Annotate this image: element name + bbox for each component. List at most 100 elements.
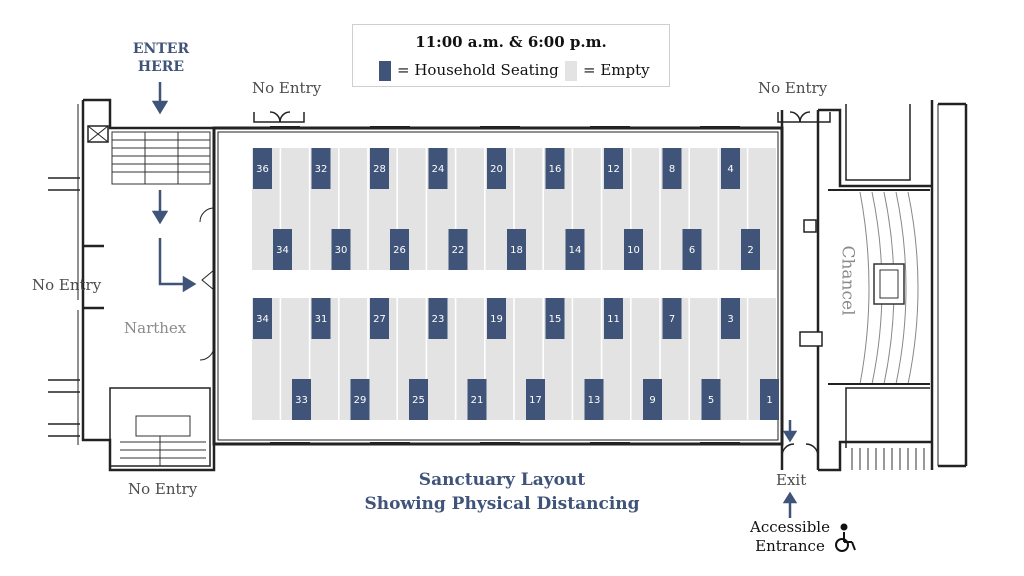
household-seat	[292, 379, 311, 420]
narthex-walls	[48, 98, 216, 472]
household-seat-number: 23	[432, 314, 445, 325]
household-seat	[624, 229, 643, 270]
household-seat-number: 4	[727, 164, 733, 175]
chancel-steps	[799, 189, 930, 385]
household-seat	[331, 229, 351, 270]
household-seat	[253, 148, 272, 189]
household-seat-number: 19	[490, 314, 503, 325]
household-seat	[390, 229, 409, 270]
household-seat	[760, 379, 779, 420]
household-seat	[721, 298, 740, 339]
household-seat-number: 7	[669, 314, 675, 325]
household-seat-number: 27	[373, 314, 386, 325]
household-seat-number: 13	[588, 395, 601, 406]
household-seat	[721, 148, 740, 189]
household-seat-number: 8	[669, 164, 675, 175]
narthex-label: Narthex	[124, 319, 187, 337]
household-seat-number: 29	[354, 395, 367, 406]
household-seat-number: 5	[708, 395, 714, 406]
household-seat	[311, 148, 331, 189]
household-seat	[507, 229, 526, 270]
household-seat-number: 18	[510, 245, 523, 256]
accessible-entrance-label: Accessible Entrance	[750, 518, 830, 555]
household-seat	[370, 298, 389, 339]
household-seat	[448, 229, 468, 270]
chancel-walls	[780, 100, 968, 472]
caption-line2: Showing Physical Distancing	[364, 494, 640, 514]
no-entry-bottom: No Entry	[128, 480, 198, 498]
household-seat	[545, 148, 565, 189]
no-entry-top-left: No Entry	[252, 79, 322, 97]
household-seat	[526, 379, 545, 420]
household-seat-number: 32	[315, 164, 328, 175]
exit-label: Exit	[776, 471, 807, 489]
household-seat-number: 16	[549, 164, 562, 175]
household-seat-number: 1	[766, 395, 772, 406]
household-seat-number: 6	[689, 245, 695, 256]
household-seat	[350, 379, 370, 420]
household-seat-number: 10	[627, 245, 640, 256]
no-entry-left: No Entry	[32, 276, 102, 294]
household-seat-number: 30	[335, 245, 348, 256]
caption-line1: Sanctuary Layout	[418, 470, 586, 490]
legend: 11:00 a.m. & 6:00 p.m. = Household Seati…	[352, 24, 670, 87]
household-seat	[487, 298, 506, 339]
stairs-bottom	[120, 415, 206, 466]
stairs-top	[111, 131, 211, 185]
entry-arrows	[151, 82, 798, 518]
household-seat	[682, 229, 702, 270]
chancel-label: Chancel	[837, 245, 858, 316]
household-seat	[741, 229, 760, 270]
household-seat	[604, 148, 623, 189]
household-seat-number: 26	[393, 245, 406, 256]
household-seat-number: 12	[607, 164, 620, 175]
household-seat-number: 14	[569, 245, 582, 256]
exit-door	[781, 443, 819, 457]
narthex-doors	[199, 207, 215, 361]
household-seat	[545, 298, 565, 339]
household-seat	[701, 379, 721, 420]
household-seat-number: 17	[529, 395, 542, 406]
no-entry-top-right: No Entry	[758, 79, 828, 97]
household-label: = Household Seating	[397, 61, 559, 79]
household-seat	[643, 379, 662, 420]
household-swatch	[379, 61, 391, 81]
household-seat-number: 11	[607, 314, 620, 325]
household-seat-number: 24	[432, 164, 445, 175]
household-seat-number: 3	[727, 314, 733, 325]
household-seat	[467, 379, 487, 420]
empty-swatch	[565, 61, 577, 81]
wheelchair-icon	[835, 523, 856, 552]
household-seat-number: 20	[490, 164, 503, 175]
household-seat-number: 2	[747, 245, 753, 256]
household-seat	[604, 298, 623, 339]
household-seat	[428, 298, 448, 339]
household-seat-number: 34	[276, 245, 289, 256]
household-seat	[565, 229, 585, 270]
enter-here-label: ENTER HERE	[132, 41, 190, 75]
household-seat-number: 34	[256, 314, 269, 325]
legend-title: 11:00 a.m. & 6:00 p.m.	[415, 33, 607, 51]
household-seat-number: 15	[549, 314, 562, 325]
household-seat	[487, 148, 506, 189]
household-seat	[311, 298, 331, 339]
stairs-right	[851, 448, 925, 470]
household-seat-number: 25	[412, 395, 425, 406]
empty-label: = Empty	[583, 61, 650, 79]
household-seat-number: 21	[471, 395, 484, 406]
household-seat	[273, 229, 292, 270]
household-seat-number: 28	[373, 164, 386, 175]
household-seat	[662, 298, 682, 339]
household-seat-number: 31	[315, 314, 328, 325]
household-seat	[253, 298, 272, 339]
household-seat-number: 33	[295, 395, 308, 406]
household-seat	[662, 148, 682, 189]
household-seat	[428, 148, 448, 189]
household-seat	[409, 379, 428, 420]
top-doors	[253, 111, 831, 123]
windows	[270, 126, 740, 445]
household-seat	[370, 148, 389, 189]
